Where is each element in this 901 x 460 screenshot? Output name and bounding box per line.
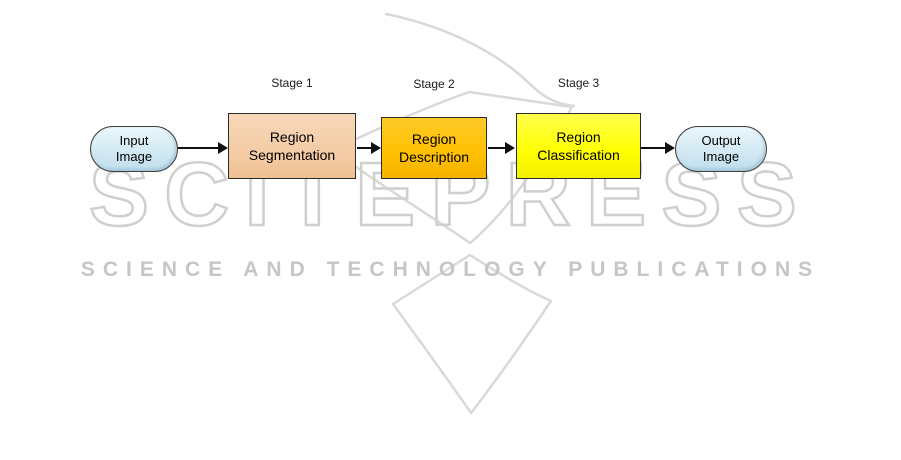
watermark-tagline: SCIENCE AND TECHNOLOGY PUBLICATIONS xyxy=(80,258,821,281)
region-classification-label: Region Classification xyxy=(537,128,620,163)
output-image-node: Output Image xyxy=(675,126,767,172)
region-description-box: Region Description xyxy=(381,117,487,179)
region-classification-box: Region Classification xyxy=(516,113,641,179)
arrow-stage1-to-stage2 xyxy=(357,142,381,154)
arrow-stage3-to-output xyxy=(641,142,675,154)
region-segmentation-label: Region Segmentation xyxy=(248,128,336,163)
book-curl-line xyxy=(384,12,576,108)
input-image-label: Input Image xyxy=(115,132,153,164)
arrow-stage2-to-stage3 xyxy=(488,142,515,154)
stage3-label: Stage 3 xyxy=(557,76,600,90)
book-lower-page xyxy=(391,253,553,415)
arrow-input-to-stage1 xyxy=(178,142,228,154)
stage2-label: Stage 2 xyxy=(413,77,455,91)
region-segmentation-box: Region Segmentation xyxy=(228,113,356,179)
input-image-node: Input Image xyxy=(90,126,178,172)
region-description-label: Region Description xyxy=(398,130,470,165)
output-image-label: Output Image xyxy=(701,132,741,164)
stage1-label: Stage 1 xyxy=(271,76,313,90)
